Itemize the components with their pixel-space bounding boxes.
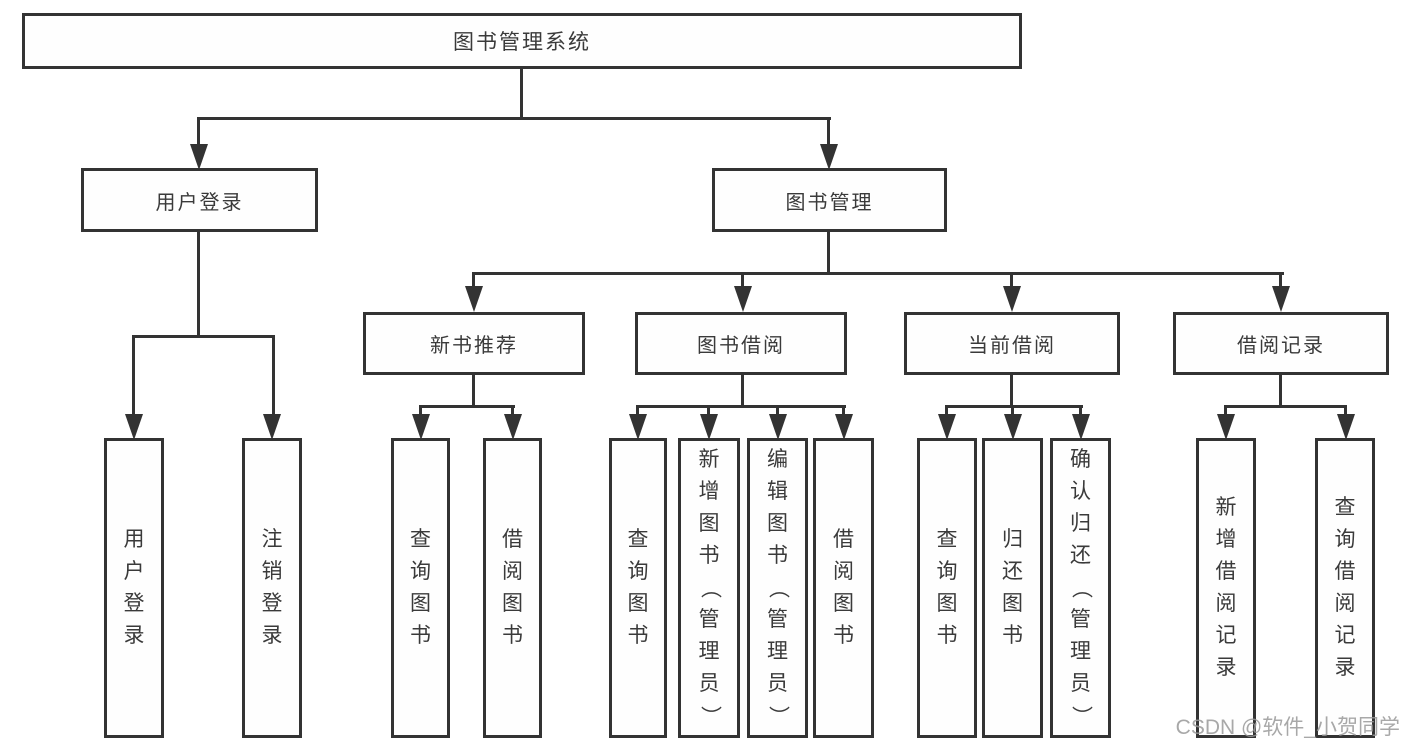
connector-line <box>419 405 515 408</box>
node-label: 图书管理 <box>785 191 874 214</box>
leaf-label: 新增图书（管理员） <box>698 448 721 727</box>
arrowhead <box>700 414 718 440</box>
leaf-label: 注销登录 <box>261 528 283 647</box>
leaf-edit-books-admin: 编辑图书（管理员） <box>747 438 808 738</box>
leaf-query-books-3: 查询图书 <box>917 438 977 738</box>
node-book-management: 图书管理 <box>712 168 947 232</box>
connector-line <box>197 232 200 338</box>
node-label: 借阅记录 <box>1237 335 1325 357</box>
connector-line <box>741 272 744 288</box>
leaf-label: 借阅图书 <box>833 528 854 647</box>
connector-line <box>707 405 710 417</box>
leaf-query-books-1: 查询图书 <box>391 438 450 738</box>
leaf-label: 查询图书 <box>627 528 649 647</box>
arrowhead <box>263 414 281 440</box>
connector-line <box>1224 405 1347 408</box>
arrowhead <box>504 414 522 440</box>
connector-line <box>520 69 523 118</box>
connector-line <box>197 117 200 148</box>
connector-line <box>472 272 1284 275</box>
node-label: 当前借阅 <box>968 335 1056 357</box>
arrowhead <box>190 144 208 170</box>
arrowhead <box>1072 414 1090 440</box>
connector-line <box>827 117 830 148</box>
connector-line <box>272 335 275 416</box>
arrowhead <box>1272 286 1290 312</box>
node-new-book-recommend: 新书推荐 <box>363 312 585 375</box>
node-library-management-system: 图书管理系统 <box>22 13 1022 69</box>
leaf-return-books: 归还图书 <box>982 438 1043 738</box>
arrowhead <box>835 414 853 440</box>
leaf-label: 新增借阅记录 <box>1215 496 1237 679</box>
connector-line <box>1344 405 1347 417</box>
node-label: 新书推荐 <box>430 335 518 357</box>
leaf-label: 查询图书 <box>410 528 431 647</box>
connector-line <box>511 405 514 417</box>
arrowhead <box>820 144 838 170</box>
leaf-query-borrow-record: 查询借阅记录 <box>1315 438 1375 738</box>
node-label: 图书借阅 <box>697 335 785 357</box>
leaf-label: 借阅图书 <box>502 528 523 647</box>
connector-line <box>1010 272 1013 288</box>
watermark: CSDN @软件_小贺同学 <box>1175 716 1400 739</box>
node-label: 图书管理系统 <box>453 31 591 54</box>
leaf-add-borrow-record: 新增借阅记录 <box>1196 438 1256 738</box>
node-borrowing-records: 借阅记录 <box>1173 312 1389 375</box>
connector-line <box>1279 375 1282 408</box>
leaf-borrow-books-2: 借阅图书 <box>813 438 874 738</box>
connector-line <box>1010 375 1013 408</box>
arrowhead <box>1217 414 1235 440</box>
connector-line <box>827 232 830 275</box>
connector-line <box>636 405 639 417</box>
node-user-login: 用户登录 <box>81 168 318 232</box>
connector-line <box>945 405 948 417</box>
arrowhead <box>412 414 430 440</box>
connector-line <box>842 405 845 417</box>
connector-line <box>132 335 135 416</box>
leaf-label: 查询图书 <box>936 528 958 647</box>
leaf-confirm-return-admin: 确认归还（管理员） <box>1050 438 1111 738</box>
connector-line <box>472 272 475 288</box>
leaf-label: 编辑图书（管理员） <box>766 448 790 727</box>
leaf-add-books-admin: 新增图书（管理员） <box>678 438 740 738</box>
leaf-borrow-books-1: 借阅图书 <box>483 438 542 738</box>
connector-line <box>636 405 846 408</box>
node-label: 用户登录 <box>155 191 244 214</box>
leaf-label: 查询借阅记录 <box>1334 496 1356 679</box>
leaf-label: 确认归还（管理员） <box>1069 448 1093 727</box>
connector-line <box>197 117 831 120</box>
connector-line <box>132 335 275 338</box>
leaf-label: 归还图书 <box>1002 528 1023 647</box>
node-current-borrowing: 当前借阅 <box>904 312 1120 375</box>
arrowhead <box>769 414 787 440</box>
arrowhead <box>734 286 752 312</box>
connector-line <box>1279 272 1282 288</box>
connector-line <box>741 375 744 408</box>
leaf-query-books-2: 查询图书 <box>609 438 667 738</box>
connector-line <box>776 405 779 417</box>
arrowhead <box>938 414 956 440</box>
leaf-logout: 注销登录 <box>242 438 302 738</box>
arrowhead <box>1004 414 1022 440</box>
arrowhead <box>1003 286 1021 312</box>
connector-line <box>472 375 475 408</box>
connector-line <box>1011 405 1014 417</box>
node-book-borrowing: 图书借阅 <box>635 312 847 375</box>
connector-line <box>1079 405 1082 417</box>
leaf-label: 用户登录 <box>123 528 145 647</box>
arrowhead <box>629 414 647 440</box>
arrowhead <box>1337 414 1355 440</box>
connector-line <box>945 405 1083 408</box>
arrowhead <box>465 286 483 312</box>
connector-line <box>419 405 422 417</box>
arrowhead <box>125 414 143 440</box>
leaf-user-login: 用户登录 <box>104 438 164 738</box>
connector-line <box>1224 405 1227 417</box>
